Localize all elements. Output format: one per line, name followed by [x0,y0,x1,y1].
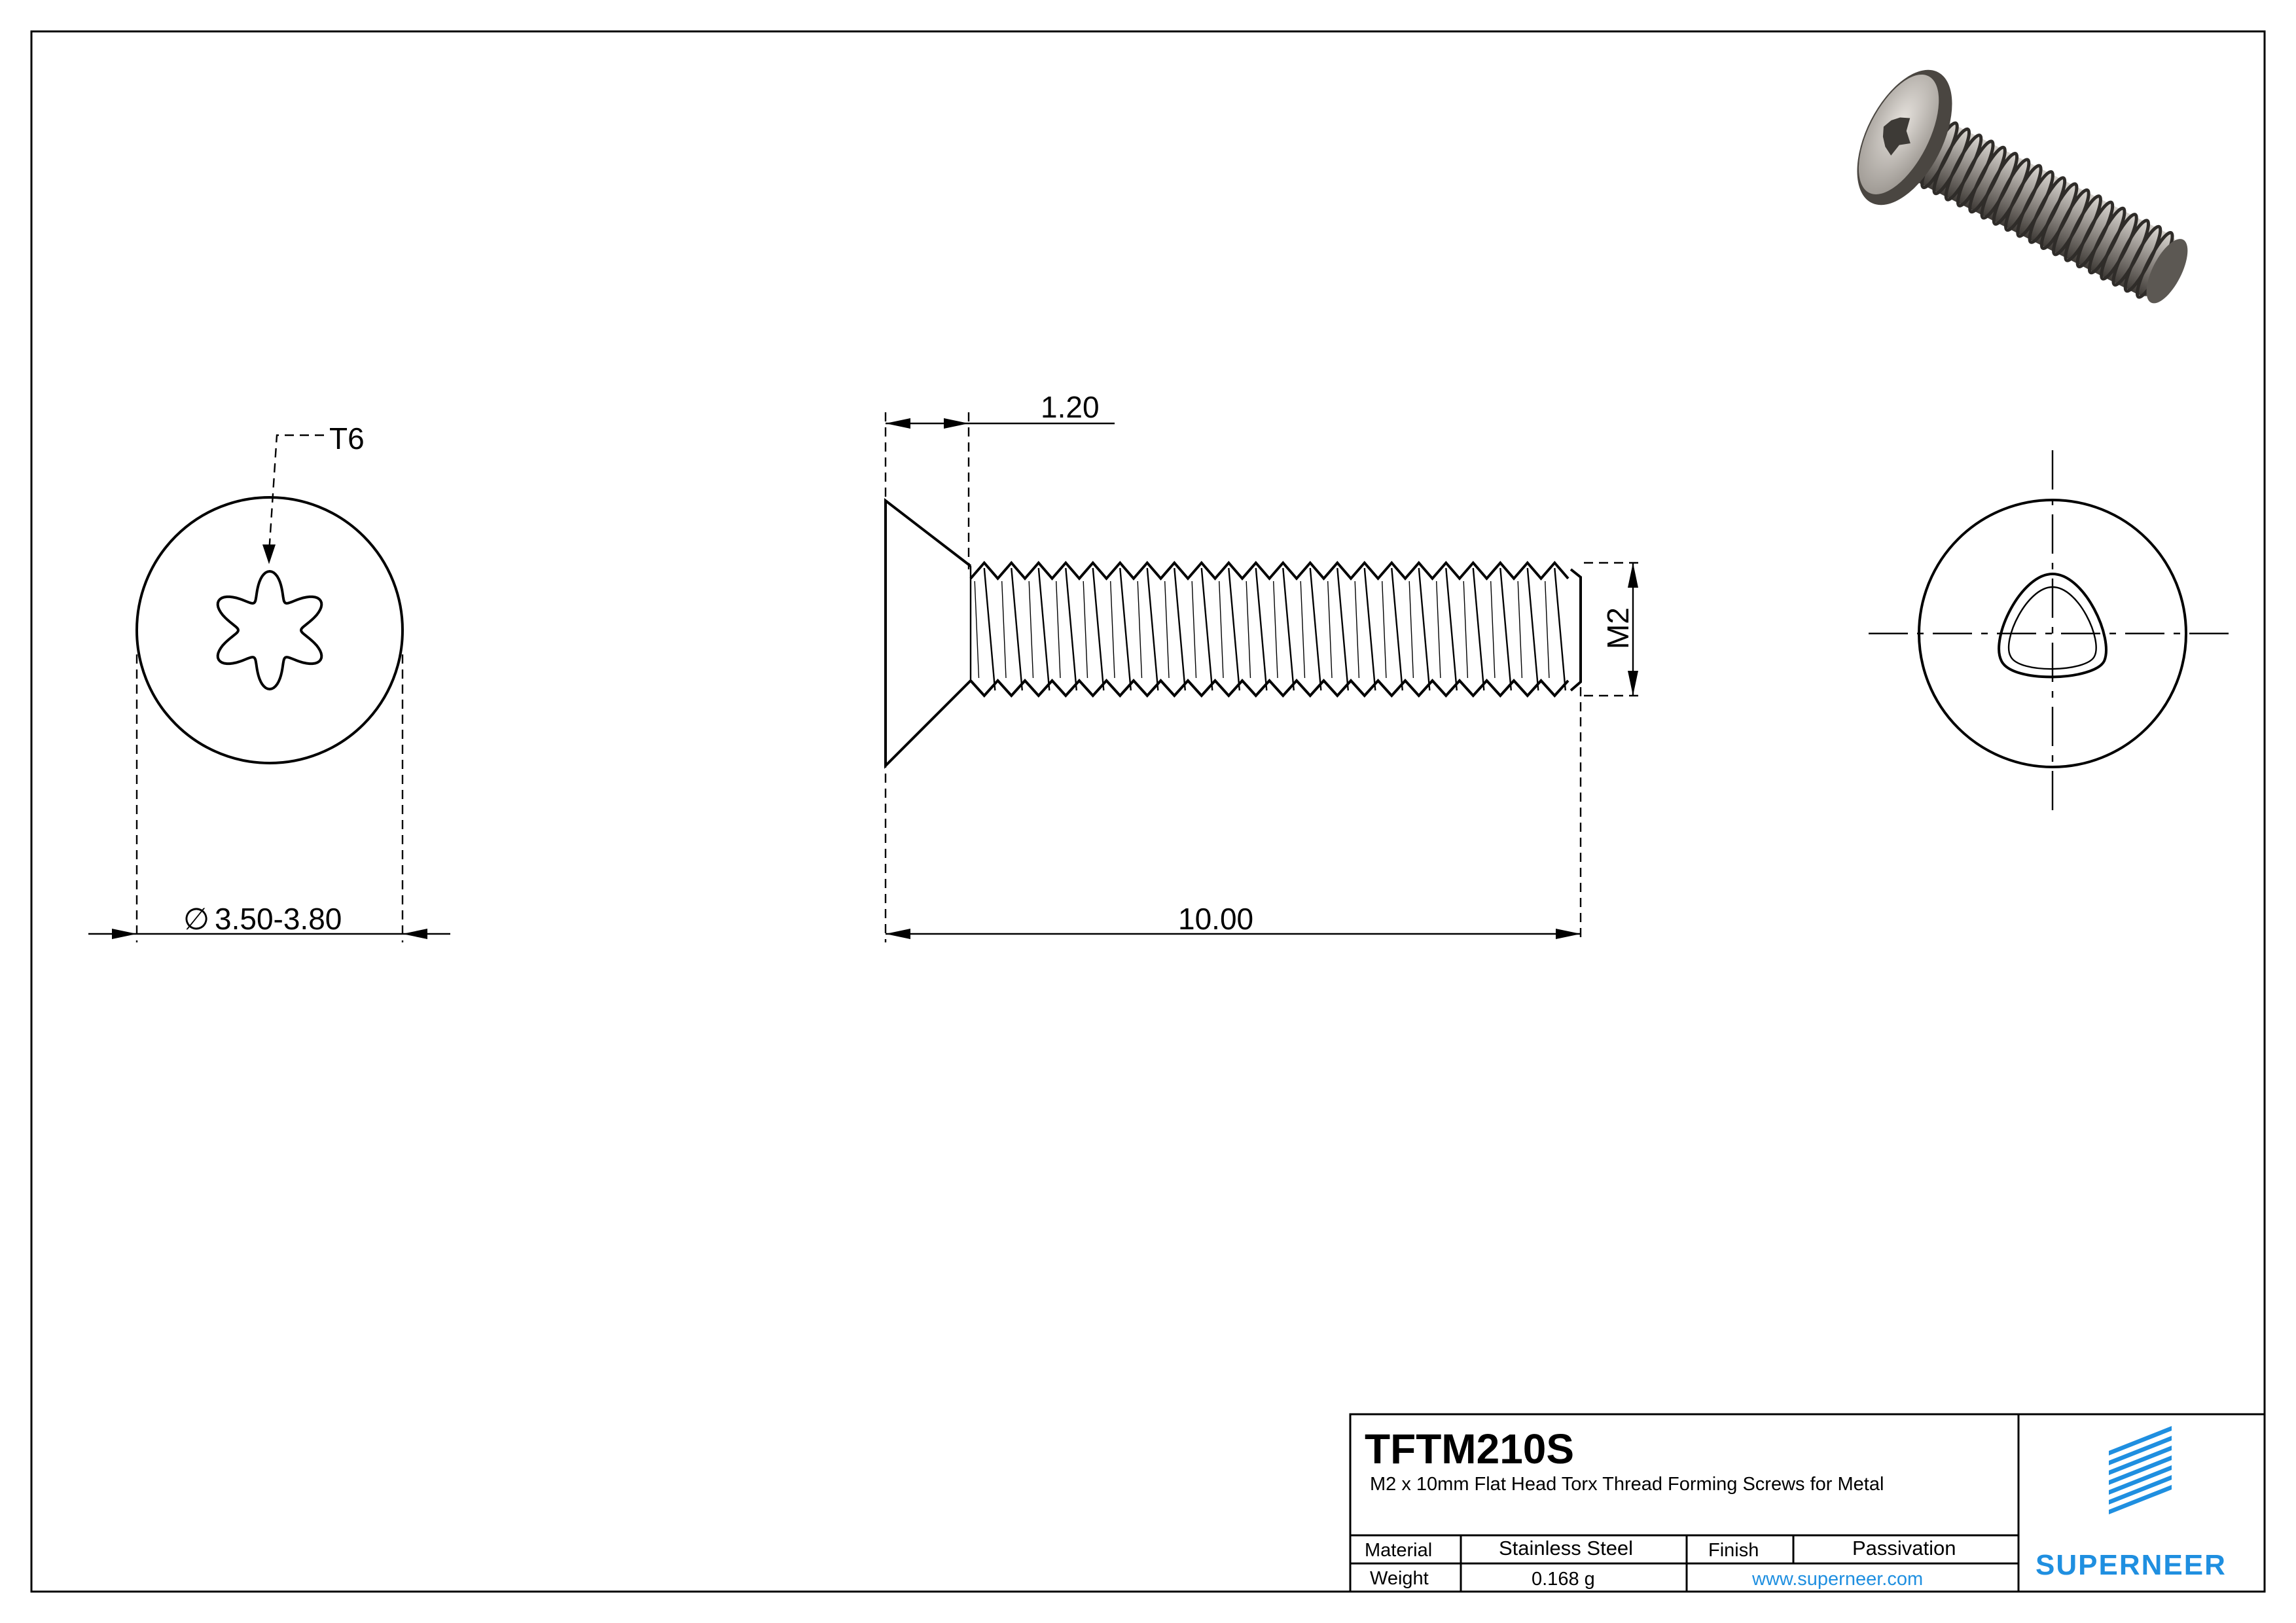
thread-helix-line [1445,567,1458,691]
thread-crest-top [969,560,1570,581]
head-height-label: 1.20 [1041,390,1100,424]
thread-helix-line [1336,567,1349,691]
thread-profile [969,560,1582,698]
thread-helix-line [1146,567,1159,691]
thread-root-line [1083,580,1088,679]
head-profile [884,497,972,769]
thread-helix-line [1554,567,1566,691]
thread-helix-line [1282,567,1295,691]
screw-3d-render-icon [1857,69,2188,304]
t6-leader [268,434,324,554]
length-label: 10.00 [1178,902,1253,936]
thread-helix-line [1499,567,1512,691]
thread-helix-line [1391,567,1403,691]
logo-stripe [2109,1455,2172,1485]
thread-root-line [1137,580,1143,679]
thread-helix-line [1526,567,1539,691]
thread-helix-line [1119,567,1132,691]
head-outline [135,496,404,764]
side-view: 1.20 10.00 M2 [884,390,1643,942]
thread-helix-line [1309,567,1322,691]
finish-value: Passivation [1852,1537,1956,1560]
torx-recess-icon [216,569,323,691]
diameter-symbol-icon: ∅ [183,902,209,936]
logo-stripe [2109,1475,2172,1505]
thread-helix-line [1011,567,1023,691]
thread-root-line [1191,580,1197,679]
trilobular-section-icon [1998,572,2108,679]
finish-label: Finish [1708,1540,1759,1561]
logo-stripe [2109,1465,2172,1495]
t6-label: T6 [329,421,365,455]
thread-root-line [1517,580,1523,679]
thread-helix-line [1065,567,1077,691]
dia-label: 3.50-3.80 [215,902,342,936]
dia-arrow-right [403,929,427,939]
thread-tip [1570,568,1582,692]
sheet-border [30,30,2266,1593]
thread-helix-line [1418,567,1431,691]
t6-leader-arrow [262,544,276,564]
thread-root-line [1028,580,1034,679]
thread-helix-line [1200,567,1213,691]
material-label: Material [1365,1540,1432,1561]
length-arrow-left [886,929,910,939]
thread-crest-bottom [969,679,1570,698]
website-link[interactable]: www.superneer.com [1751,1569,1923,1590]
thread-helix-line [1037,567,1050,691]
thread-helix-line [1255,567,1268,691]
logo-stripe [2109,1426,2172,1455]
thread-helix-line [1092,567,1105,691]
thread-helix-line [983,567,996,691]
thread-root-line [1327,580,1333,679]
superneer-logo-icon [2109,1426,2172,1514]
material-value: Stainless Steel [1499,1537,1633,1560]
part-number: TFTM210S [1365,1425,1574,1472]
weight-label: Weight [1370,1568,1429,1589]
thread-root-line [1056,580,1061,679]
thread-helix-line [1228,567,1240,691]
logo-stripe [2109,1436,2172,1465]
thread-helix-line [1174,567,1186,691]
part-description: M2 x 10mm Flat Head Torx Thread Forming … [1370,1474,1884,1495]
thread-root-line [1545,580,1550,679]
brand-name: SUPERNEER [2036,1549,2227,1581]
end-view [1869,450,2235,817]
thread-root-line [1436,580,1441,679]
logo-stripe [2109,1446,2172,1475]
logo-stripe [2109,1485,2172,1514]
head-top-view: T6 ∅ 3.50-3.80 [88,421,450,942]
weight-value: 0.168 g [1532,1569,1595,1590]
head-height-arrow-left [886,418,910,429]
thread-root-line [1219,580,1224,679]
dia-arrow-left [112,929,137,939]
thread-arrow-bottom [1628,671,1638,696]
thread-arrow-top [1628,563,1638,588]
thread-root-line [1164,580,1170,679]
thread-root-line [1273,580,1278,679]
title-block: TFTM210S M2 x 10mm Flat Head Torx Thread… [1349,1413,2266,1593]
thread-root-line [1490,580,1496,679]
thread-root-line [974,580,980,679]
thread-root-line [1300,580,1306,679]
length-arrow-right [1556,929,1581,939]
thread-helix-line [1472,567,1485,691]
thread-root-line [1246,580,1251,679]
thread-root-line [1110,580,1115,679]
thread-root-line [1354,580,1360,679]
thread-root-line [1463,580,1469,679]
thread-label: M2 [1601,607,1635,649]
thread-helix-line [1363,567,1376,691]
head-height-arrow-right [944,418,969,429]
thread-root-line [1408,580,1414,679]
thread-root-line [1001,580,1007,679]
thread-root-line [1382,580,1387,679]
